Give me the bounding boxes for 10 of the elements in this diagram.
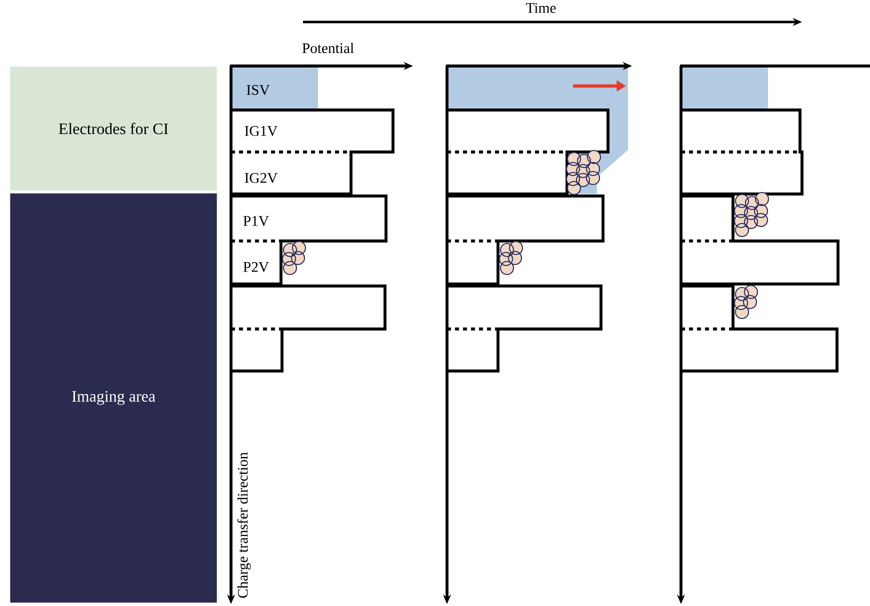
axis-label: Time <box>526 3 556 13</box>
electrode-label: P2V <box>243 262 269 272</box>
electrode-label: ISV <box>246 85 270 95</box>
area-band: Electrodes for CI <box>10 66 217 190</box>
electrode-label: IG1V <box>244 126 278 136</box>
axis-label: Charge transfer direction <box>237 452 251 598</box>
electrode-label: IG2V <box>244 173 278 183</box>
electrode-label: P1V <box>243 216 269 226</box>
area-band: Imaging area <box>10 193 217 603</box>
axis-label: Potential <box>302 42 354 54</box>
